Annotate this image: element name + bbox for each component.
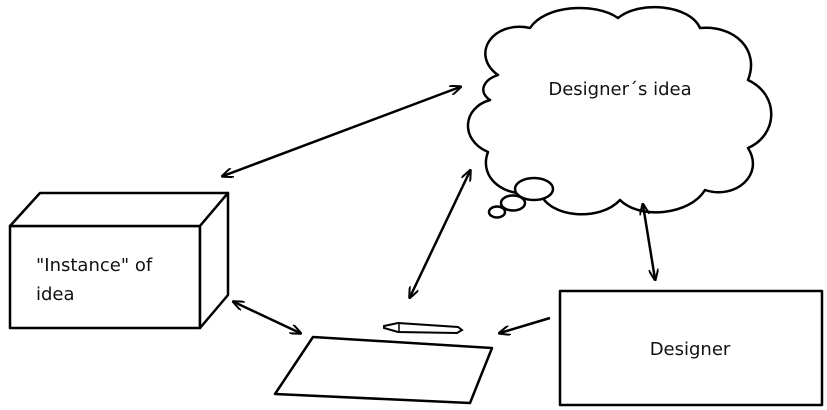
arrows: [223, 87, 655, 333]
instance-label-line2: idea: [36, 284, 75, 305]
arrow-instance-paper: [234, 302, 300, 333]
pen-icon: [383, 321, 464, 335]
arrow-instance-idea: [223, 87, 460, 176]
paper-sheet-shape: [273, 335, 494, 405]
thought-bubble-large: [513, 176, 555, 202]
designer-label: Designer: [650, 339, 731, 360]
designer-box: Designer: [558, 289, 824, 407]
instance-box: "Instance" of idea: [8, 191, 230, 330]
thought-bubble-medium: [499, 194, 527, 212]
thought-bubbles: [487, 176, 555, 219]
arrow-designer-paper: [500, 316, 551, 333]
idea-label: Designer´s idea: [548, 79, 691, 100]
instance-box-side: [198, 191, 230, 330]
instance-box-top: [8, 191, 230, 228]
designer-idea-cloud: Designer´s idea: [466, 5, 773, 216]
thought-bubble-small: [487, 205, 507, 219]
arrow-idea-designer: [643, 205, 655, 279]
arrow-paper-idea: [410, 171, 470, 297]
instance-box-front: [8, 224, 202, 330]
instance-label-line1: "Instance" of: [36, 255, 153, 276]
paper-sheet: [273, 335, 494, 405]
designer-box-rect: [558, 289, 824, 407]
